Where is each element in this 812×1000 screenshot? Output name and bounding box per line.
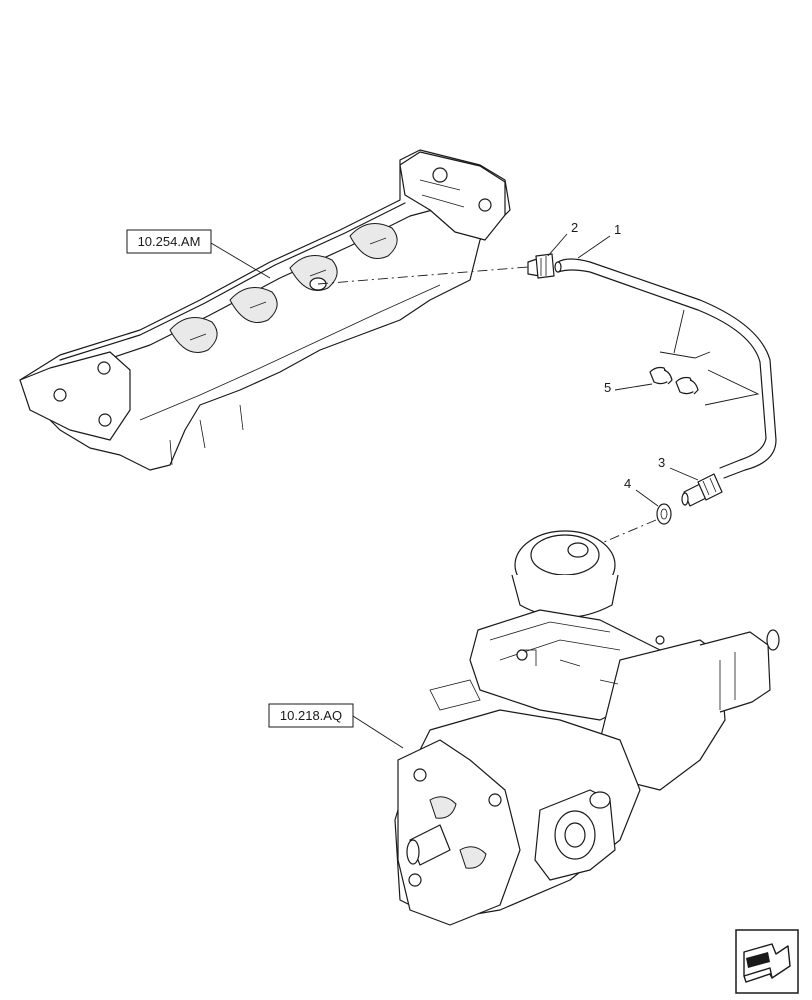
reference-label-bottom-text: 10.218.AQ xyxy=(280,708,342,723)
leader-1 xyxy=(577,235,611,259)
callout-4: 4 xyxy=(624,476,631,491)
leader-3 xyxy=(669,467,699,481)
alignment-line-lower xyxy=(577,519,657,554)
callout-2: 2 xyxy=(571,220,578,235)
leader-5 xyxy=(614,383,653,391)
callout-3: 3 xyxy=(658,455,665,470)
part-3-connector xyxy=(681,473,723,507)
callout-5: 5 xyxy=(604,380,611,395)
leader-top-ref xyxy=(210,242,271,279)
manifold-illustration xyxy=(19,149,511,471)
clip-indicator-tick xyxy=(659,351,711,359)
clip-indicator-upper xyxy=(673,309,685,354)
reference-label-top[interactable]: 10.254.AM xyxy=(126,229,212,254)
leader-4 xyxy=(635,489,659,507)
leader-bottom-ref xyxy=(352,715,404,749)
leader-2 xyxy=(547,233,568,257)
clip-indicator-lower xyxy=(704,369,760,406)
pump-illustration xyxy=(394,530,780,926)
reference-label-top-text: 10.254.AM xyxy=(138,234,201,249)
part-1-pipe xyxy=(554,258,777,479)
next-page-arrow-icon[interactable] xyxy=(735,929,799,994)
part-4-washer xyxy=(656,503,672,525)
alignment-line-upper xyxy=(317,266,529,285)
reference-label-bottom[interactable]: 10.218.AQ xyxy=(268,703,354,728)
part-5-clips xyxy=(649,366,699,395)
callout-1: 1 xyxy=(614,222,621,237)
part-2-fitting xyxy=(527,253,555,279)
